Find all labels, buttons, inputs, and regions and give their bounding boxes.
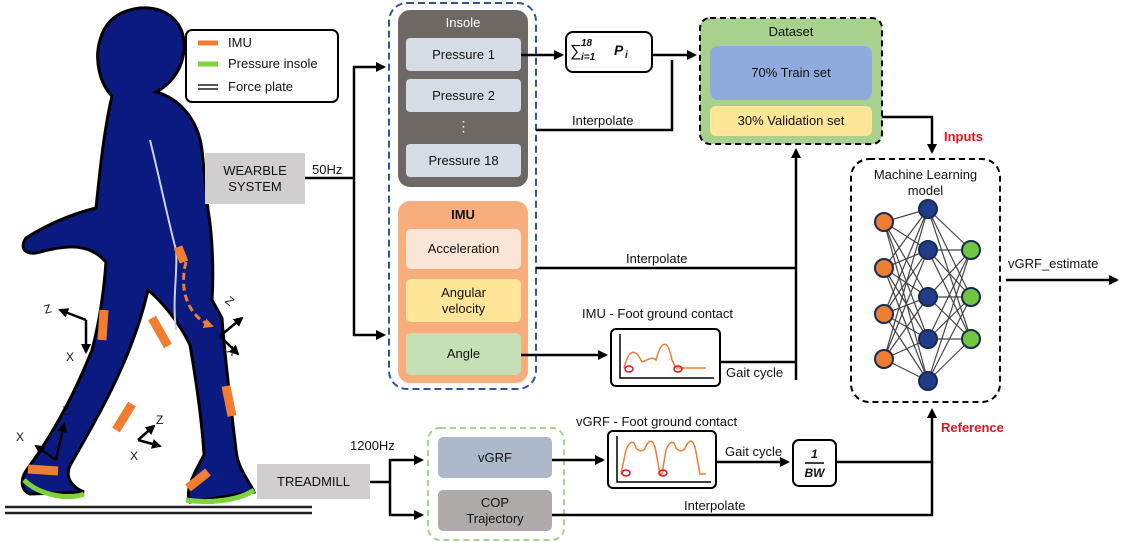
nn-edge — [883, 208, 929, 315]
bw-denominator: BW — [804, 466, 825, 480]
insole-item: Pressure 1 — [406, 38, 521, 71]
dataset-title: Dataset — [768, 24, 814, 39]
cop-trajectory-box: COP Trajectory — [438, 490, 552, 531]
validation-set-box: 30% Validation set — [737, 113, 845, 128]
nn-edge — [927, 296, 972, 382]
treadmill-rate-label: 1200Hz — [350, 438, 395, 453]
nn-node — [918, 240, 938, 260]
sum-formula: ∑ 18 i=1 P i — [570, 38, 628, 63]
train-box-bg — [710, 46, 872, 100]
nn-edge — [883, 221, 929, 382]
nn-edge — [927, 249, 972, 382]
imu-title: IMU — [451, 207, 475, 222]
wearable-system-label: WEARBLE SYSTEM — [223, 162, 287, 194]
nn-node — [874, 304, 894, 324]
insole-item: Pressure 18 — [406, 144, 521, 177]
interpolate-label-cop: Interpolate — [684, 498, 746, 513]
validation-box-bg — [710, 106, 872, 136]
inputs-label: Inputs — [944, 129, 983, 144]
sum-box — [565, 31, 653, 73]
interpolate-label-imu: Interpolate — [626, 251, 688, 266]
nn-edge — [883, 249, 929, 360]
insole-ellipsis: ⋮ — [456, 118, 471, 134]
nn-edge — [883, 313, 929, 382]
nn-edge — [927, 249, 972, 340]
imu-item: Angle — [406, 333, 521, 375]
imu-gait-cycle-label: Gait cycle — [726, 365, 784, 380]
treadmill-box — [257, 464, 370, 499]
nn-node — [874, 212, 894, 232]
nn-edge — [927, 296, 972, 340]
nn-edge — [883, 208, 929, 269]
nn-node — [874, 349, 894, 369]
train-set-box: 70% Train set — [751, 65, 831, 80]
imu-markers — [27, 245, 237, 492]
vgrf-box: vGRF — [438, 437, 552, 478]
nn-node — [961, 287, 981, 307]
vgrf-contact-title: vGRF - Foot ground contact — [576, 414, 738, 429]
force-plate-ground — [5, 505, 312, 515]
vgrf-gait-cycle-label: Gait cycle — [725, 444, 783, 459]
legend-imu-label: IMU — [228, 35, 252, 50]
sum-upper: 18 — [581, 38, 593, 49]
nn-node — [961, 240, 981, 260]
nn-edge — [927, 249, 972, 298]
treadmill-label: TREADMILL — [277, 473, 350, 489]
coordinate-axes — [34, 308, 244, 462]
ml-container — [850, 158, 1001, 403]
wearable-rate-label: 50Hz — [312, 162, 343, 177]
connectors — [305, 50, 1119, 520]
nn-edge — [883, 221, 929, 340]
nn-edge — [883, 296, 929, 360]
ml-title: Machine Learning model — [873, 167, 978, 198]
bw-numerator: 1 — [811, 447, 818, 461]
wearable-box — [205, 153, 305, 204]
nn-node — [918, 199, 938, 219]
nn-node — [874, 258, 894, 278]
reference-label: Reference — [941, 420, 1004, 435]
imu-contact-plot — [610, 328, 721, 387]
insole-item: Pressure 2 — [406, 79, 521, 112]
axis-z-label: Z — [62, 404, 70, 418]
sum-sub: i — [625, 50, 628, 61]
imu-item: Acceleration — [406, 229, 521, 269]
legend-plate-label: Force plate — [228, 79, 294, 94]
sum-lower: i=1 — [581, 52, 596, 63]
sum-var: P — [614, 42, 624, 58]
axis-x-label: X — [66, 350, 75, 364]
nn-edge — [927, 208, 972, 298]
wearable-container — [388, 2, 537, 390]
axis-x-label: X — [16, 430, 25, 444]
nn-node — [918, 371, 938, 391]
legend-box — [185, 29, 339, 103]
nn-node — [961, 329, 981, 349]
walking-figure — [20, 6, 257, 505]
insole-title: Insole — [445, 15, 481, 30]
vgrf-contact-plot — [607, 430, 717, 489]
nn-edge — [927, 338, 972, 382]
nn-edge — [883, 208, 929, 360]
nn-edge — [883, 267, 929, 382]
vgrf-estimate-label: vGRF_estimate — [1008, 256, 1099, 271]
neural-network — [874, 199, 981, 391]
interpolate-label-insole: Interpolate — [572, 113, 634, 128]
treadmill-container — [427, 427, 565, 541]
imu-contact-title: IMU - Foot ground contact — [582, 306, 734, 321]
imu-item: Angular velocity — [406, 279, 521, 322]
axis-z-label: Z — [156, 413, 164, 427]
nn-node — [918, 329, 938, 349]
axis-x-label: X — [130, 449, 139, 463]
nn-node — [918, 287, 938, 307]
legend-insole-label: Pressure insole — [228, 56, 318, 71]
